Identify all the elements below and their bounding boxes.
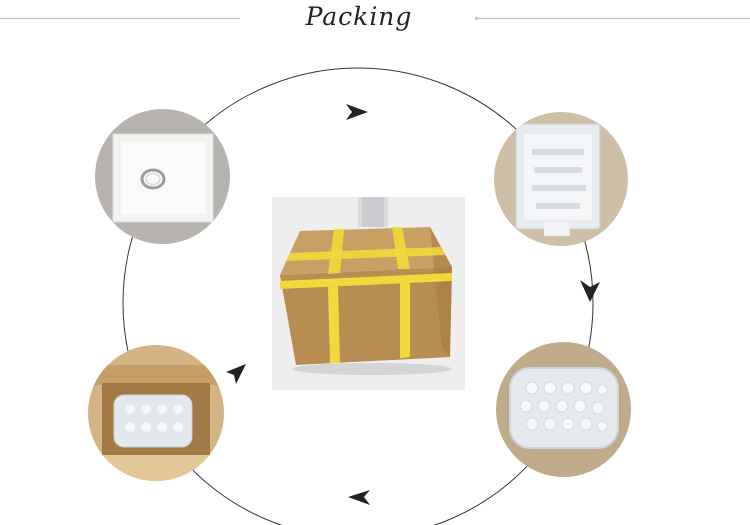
arrow-right-icon (346, 104, 368, 120)
cycle-ring (122, 67, 594, 525)
arrow-down-icon (580, 280, 600, 302)
header-divider-right (475, 17, 750, 20)
center-photo-taped-carton (272, 197, 465, 390)
step-photo-bubble-wrap (496, 342, 631, 477)
page-title: Packing (305, 2, 413, 31)
header-divider-left (0, 18, 240, 19)
step-photo-box-open (88, 345, 224, 481)
arrow-up-icon (226, 364, 246, 384)
step-photo-clear-bag (494, 112, 628, 246)
arrow-left-icon (348, 490, 370, 505)
step-photo-ring-in-bag (95, 109, 230, 244)
